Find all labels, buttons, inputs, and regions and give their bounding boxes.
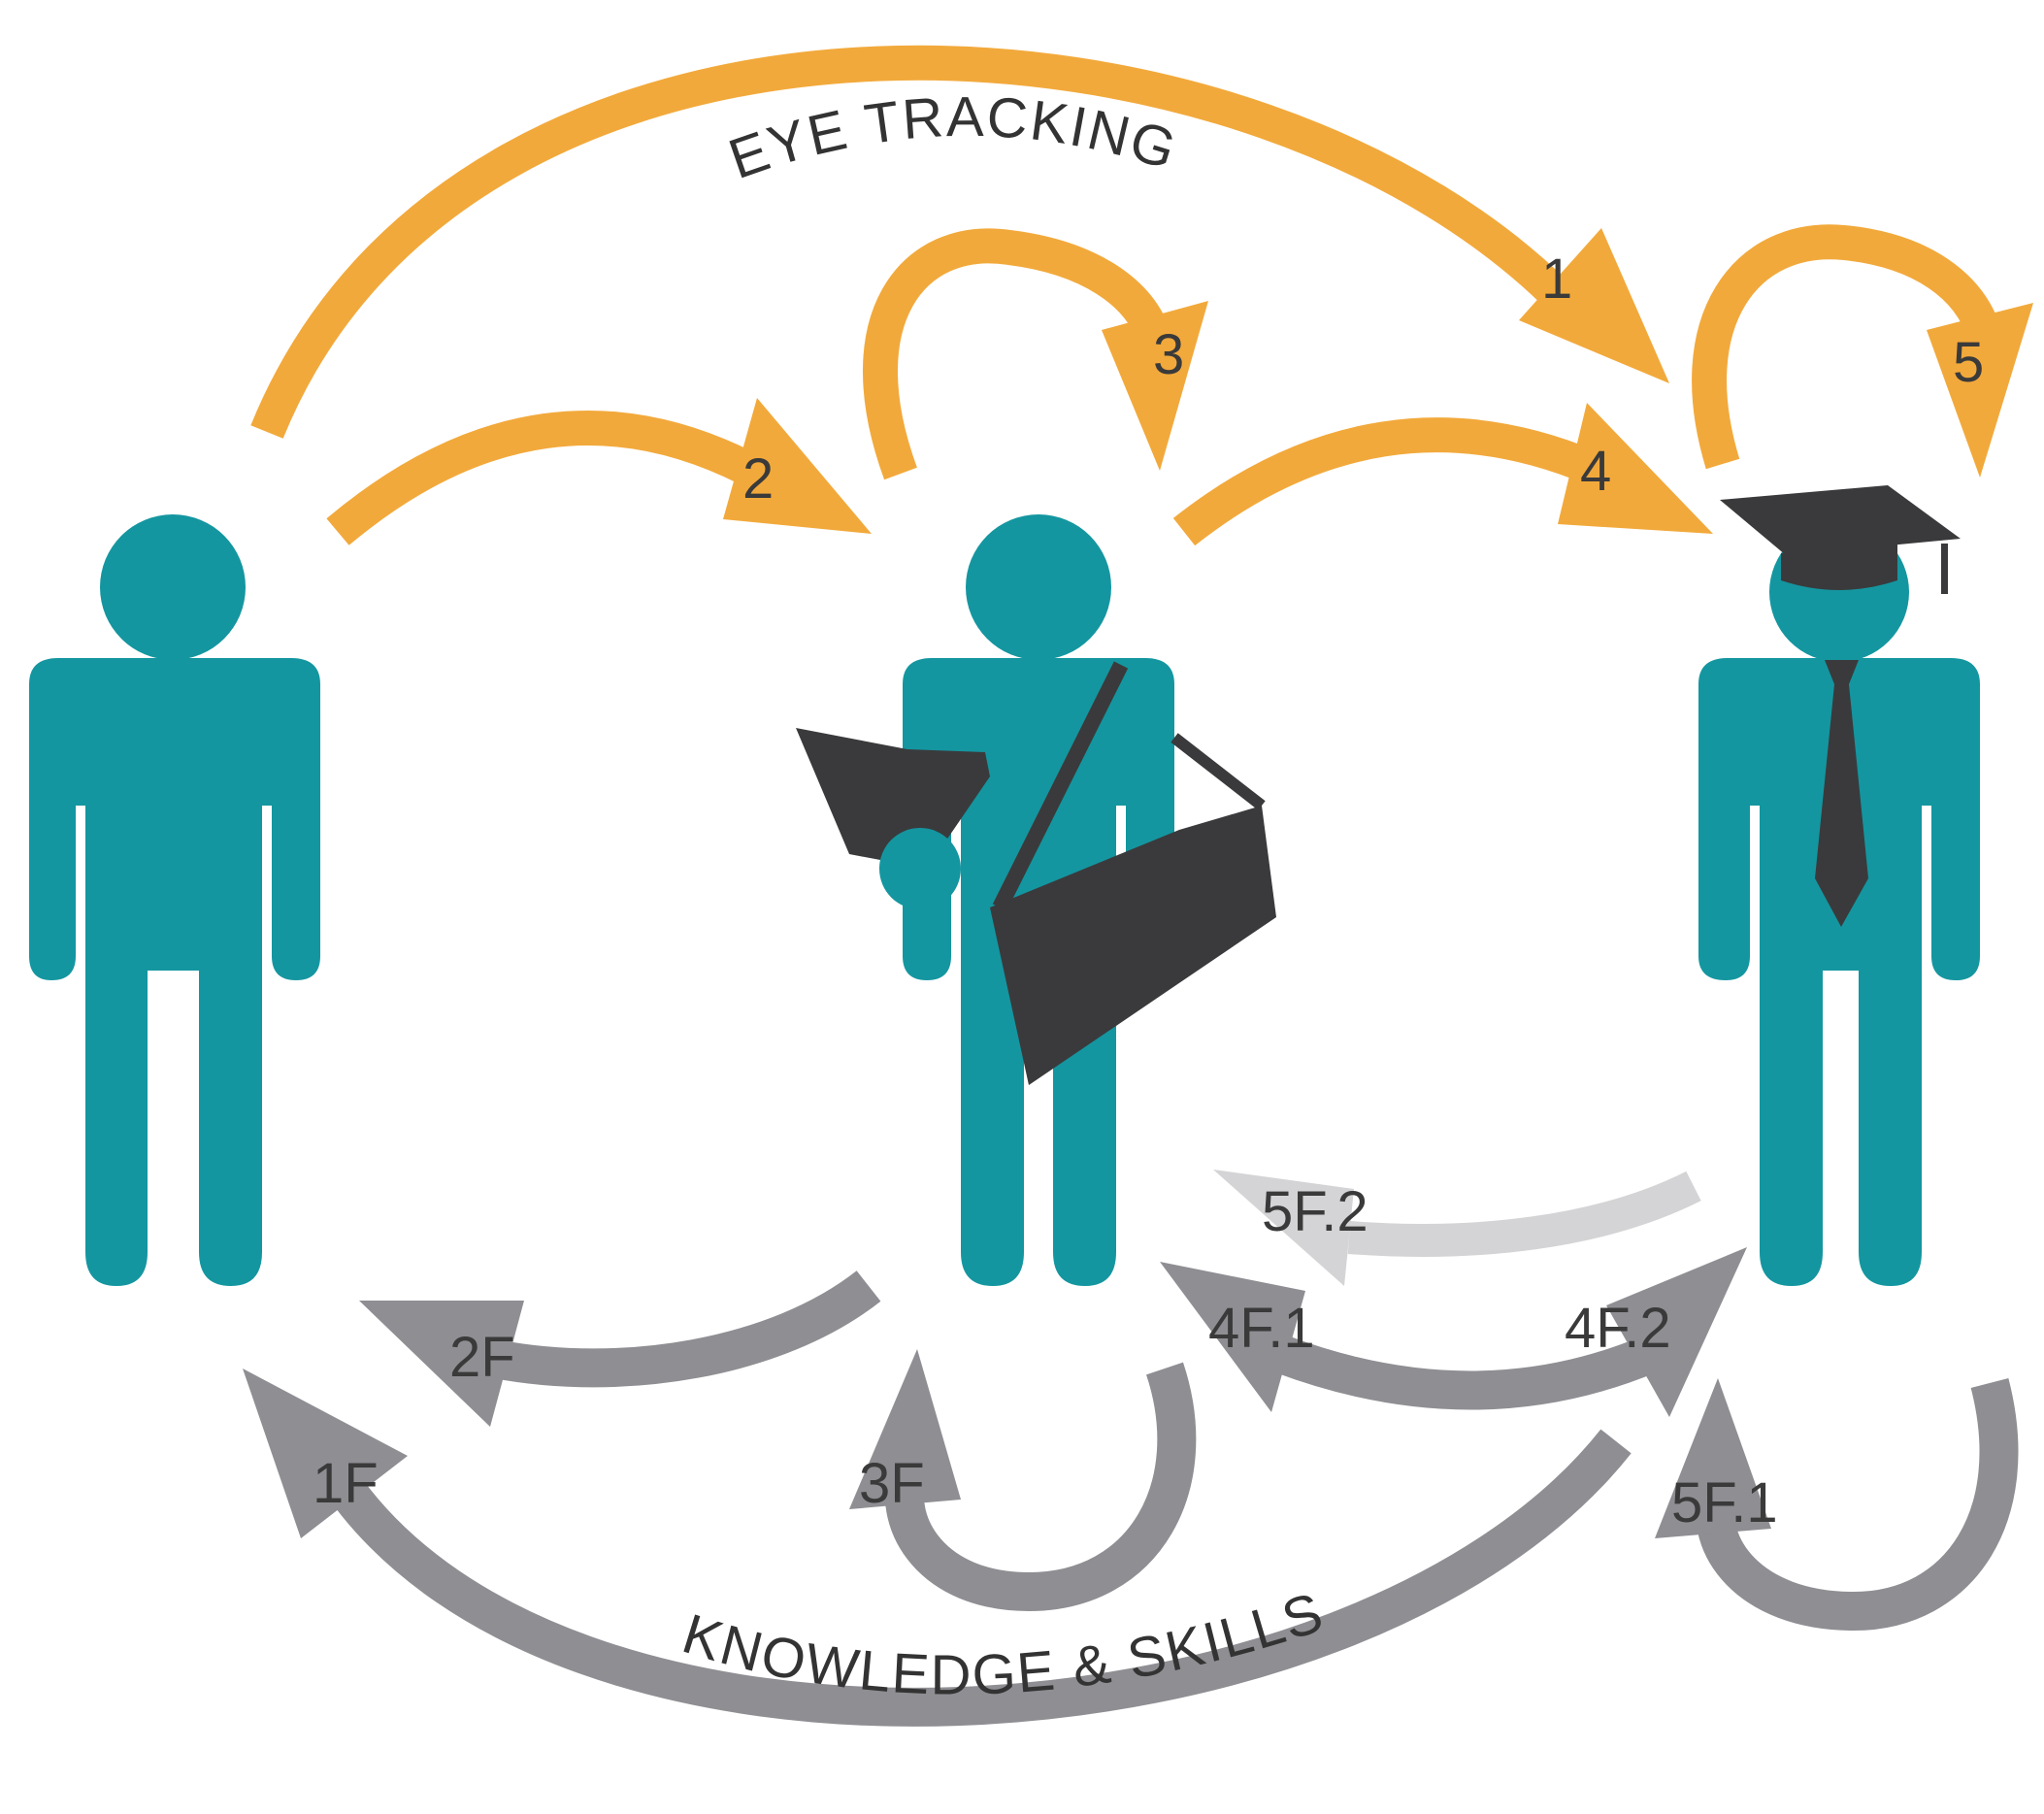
student-head [966,514,1111,660]
feedback-arrows: 5F.2 2F 1F 3F 4F.1 4F.2 [243,1170,2019,1727]
expert-body [1698,658,1980,1286]
arrow-3f-label: 3F [859,1452,925,1515]
satchel-icon [990,806,1276,1085]
arrow-1: 1 [250,45,1669,439]
novice-head [100,514,246,660]
person-novice [29,514,320,1286]
arrow-5f-1: 5F.1 [1655,1377,2019,1632]
forward-arrows: 1 2 3 4 5 [250,45,2033,546]
arrow-3: 3 [862,228,1208,480]
person-expert [1698,485,1980,1286]
book-icon [796,728,990,869]
arrow-4: 4 [1172,403,1713,546]
arrow-1-label: 1 [1541,247,1572,311]
student-body [903,658,1174,1286]
arrow-5f-2-label: 5F.2 [1262,1180,1368,1243]
arrow-5-label: 5 [1953,331,1984,394]
arrow-5f-2: 5F.2 [1213,1170,1701,1286]
satchel-strap [992,661,1129,911]
person-student [796,514,1276,1286]
arrow-1f-label: 1F [313,1452,379,1515]
student-hand [879,828,961,909]
arrow-4-label: 4 [1580,440,1611,503]
arrow-1f: 1F [243,1369,1632,1727]
satchel-flap [1170,733,1266,810]
arrow-2-label: 2 [742,447,774,511]
novice-body [29,658,320,1286]
arrow-4f-2-label: 4F.2 [1565,1297,1671,1360]
arrow-5: 5 [1692,224,2033,478]
arrow-2: 2 [326,398,872,545]
necktie-icon [1815,660,1868,927]
arrow-3f: 3F [849,1349,1197,1612]
graduation-cap-icon [1720,485,1961,594]
arrow-3-label: 3 [1153,323,1184,386]
arrow-2f-label: 2F [449,1326,515,1389]
arrow-4f-1-label: 4F.1 [1208,1297,1315,1360]
arrow-5f-1-label: 5F.1 [1671,1471,1778,1534]
arrow-2f: 2F [359,1270,881,1427]
top-title: EYE TRACKING [721,85,1185,191]
arrow-4f: 4F.1 4F.2 [1160,1247,1747,1417]
top-title-text: EYE TRACKING [721,85,1185,191]
